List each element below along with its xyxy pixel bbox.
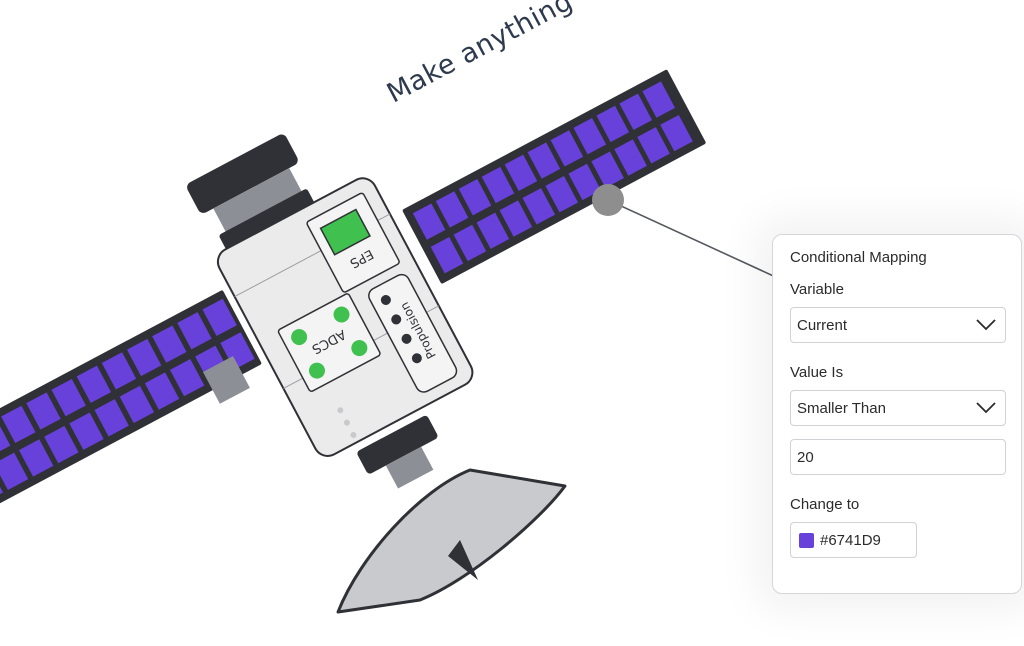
propulsion-module: Propulsion: [368, 273, 458, 393]
bottom-thruster: [357, 415, 438, 489]
threshold-input[interactable]: 20: [790, 439, 1006, 475]
solar-cell: [152, 325, 187, 363]
solar-cell: [637, 127, 670, 164]
solar-cell: [0, 419, 11, 457]
solar-cell: [591, 151, 624, 188]
solar-cell: [435, 191, 469, 228]
solar-cell: [0, 452, 29, 490]
solar-cell: [94, 399, 129, 437]
solar-cell: [144, 372, 180, 410]
solar-cell: [69, 412, 104, 450]
solar-cell: [499, 200, 533, 237]
solar-cell: [1, 405, 36, 444]
solar-cell: [51, 378, 86, 417]
value-is-label: Value Is: [790, 364, 844, 381]
solar-panel-hotspot[interactable]: [592, 184, 624, 216]
solar-cell: [430, 237, 464, 274]
eps-module: EPS: [306, 192, 400, 293]
solar-cell: [642, 81, 676, 118]
solar-cell: [573, 118, 607, 155]
solar-cell: [220, 332, 255, 370]
solar-cell: [177, 312, 212, 350]
value-is-value: Smaller Than: [797, 399, 886, 417]
variable-select[interactable]: Current: [790, 307, 1006, 343]
left-solar-arm: [203, 356, 250, 404]
variable-label: Variable: [790, 281, 844, 298]
solar-cell: [169, 359, 205, 397]
value-is-select[interactable]: Smaller Than: [790, 390, 1006, 426]
solar-cell: [126, 338, 162, 377]
solar-cell: [522, 188, 556, 225]
solar-cell: [596, 105, 630, 143]
solar-cell: [453, 224, 487, 262]
solar-cell: [614, 139, 647, 176]
solar-cell: [26, 392, 61, 430]
conditional-mapping-panel: Conditional Mapping Variable Current Val…: [772, 234, 1022, 594]
connector-line: [607, 199, 781, 280]
chevron-down-icon: [976, 319, 996, 331]
solar-cell: [44, 425, 79, 464]
solar-cell: [550, 130, 584, 167]
satellite-body: EPS ADCS Propulsion: [216, 177, 474, 457]
solar-cell: [476, 212, 510, 249]
solar-cell: [458, 179, 492, 216]
variable-value: Current: [797, 316, 848, 334]
solar-cell: [119, 385, 155, 424]
right-solar-panel: [402, 69, 706, 284]
panel-title: Conditional Mapping: [790, 249, 927, 266]
color-hex-value: #6741D9: [820, 531, 881, 549]
solar-cell: [504, 154, 538, 191]
solar-cell: [527, 142, 561, 179]
solar-cell: [660, 114, 693, 152]
solar-cell: [545, 175, 579, 213]
change-to-label: Change to: [790, 496, 860, 513]
solar-cell: [76, 365, 112, 403]
solar-cell: [101, 352, 137, 390]
solar-cell: [568, 163, 602, 201]
color-swatch[interactable]: [799, 532, 814, 548]
adcs-module: ADCS: [277, 293, 381, 392]
solar-cell: [619, 93, 653, 130]
solar-cell: [18, 439, 54, 477]
solar-cell: [202, 298, 237, 336]
color-picker-field[interactable]: #6741D9: [790, 522, 917, 558]
top-thruster: [187, 134, 315, 250]
solar-cell: [412, 203, 446, 240]
solar-cell: [481, 166, 515, 204]
antenna-dish: [336, 468, 567, 614]
chevron-down-icon: [976, 402, 996, 414]
